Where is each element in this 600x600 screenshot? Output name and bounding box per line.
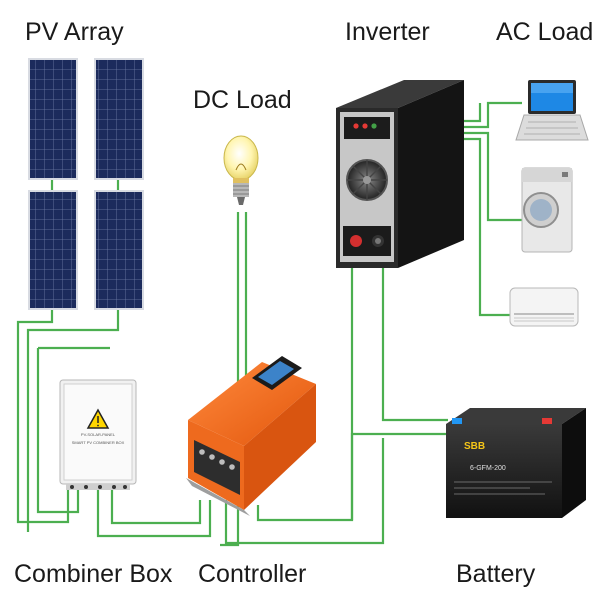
combiner-name-text: SMART PV COMBINER BOX — [72, 440, 125, 445]
wire-controller-battery-2 — [224, 438, 385, 545]
light-bulb — [223, 135, 259, 205]
combiner-box-label: Combiner Box — [14, 560, 173, 588]
solar-panel — [94, 190, 144, 310]
air-conditioner — [509, 287, 579, 327]
wire-pv-right-outer — [26, 308, 120, 532]
solar-panel — [28, 190, 78, 310]
battery: SBB 6-GFM-200 — [446, 408, 586, 518]
combiner-warning-text: PV-SOLAR-PANEL — [81, 432, 116, 437]
wire-inverter-battery-2 — [381, 258, 448, 422]
charge-controller — [186, 356, 316, 516]
wire-combiner-controller-1 — [96, 490, 212, 538]
battery-model: 6-GFM-200 — [470, 465, 506, 472]
inverter-label: Inverter — [345, 18, 430, 46]
warning-icon — [86, 408, 110, 429]
inverter — [336, 80, 464, 268]
controller-label: Controller — [198, 560, 307, 588]
laptop — [515, 80, 589, 141]
wire-pv-left-inner — [36, 348, 80, 514]
pv-array — [28, 58, 144, 310]
washing-machine — [521, 167, 573, 253]
ac-load-label: AC Load — [496, 18, 594, 46]
wire-combiner-controller-2 — [110, 490, 202, 525]
solar-panel — [28, 58, 78, 180]
combiner-box: PV-SOLAR-PANEL SMART PV COMBINER BOX — [59, 379, 137, 490]
dc-load-label: DC Load — [193, 86, 292, 114]
wiring — [16, 101, 522, 547]
battery-brand: SBB — [464, 441, 485, 452]
pv-array-label: PV Array — [25, 18, 124, 46]
solar-panel — [94, 58, 144, 180]
fan-icon — [346, 159, 388, 201]
battery-label: Battery — [456, 560, 536, 588]
wire-pv-left-outer — [16, 308, 70, 524]
